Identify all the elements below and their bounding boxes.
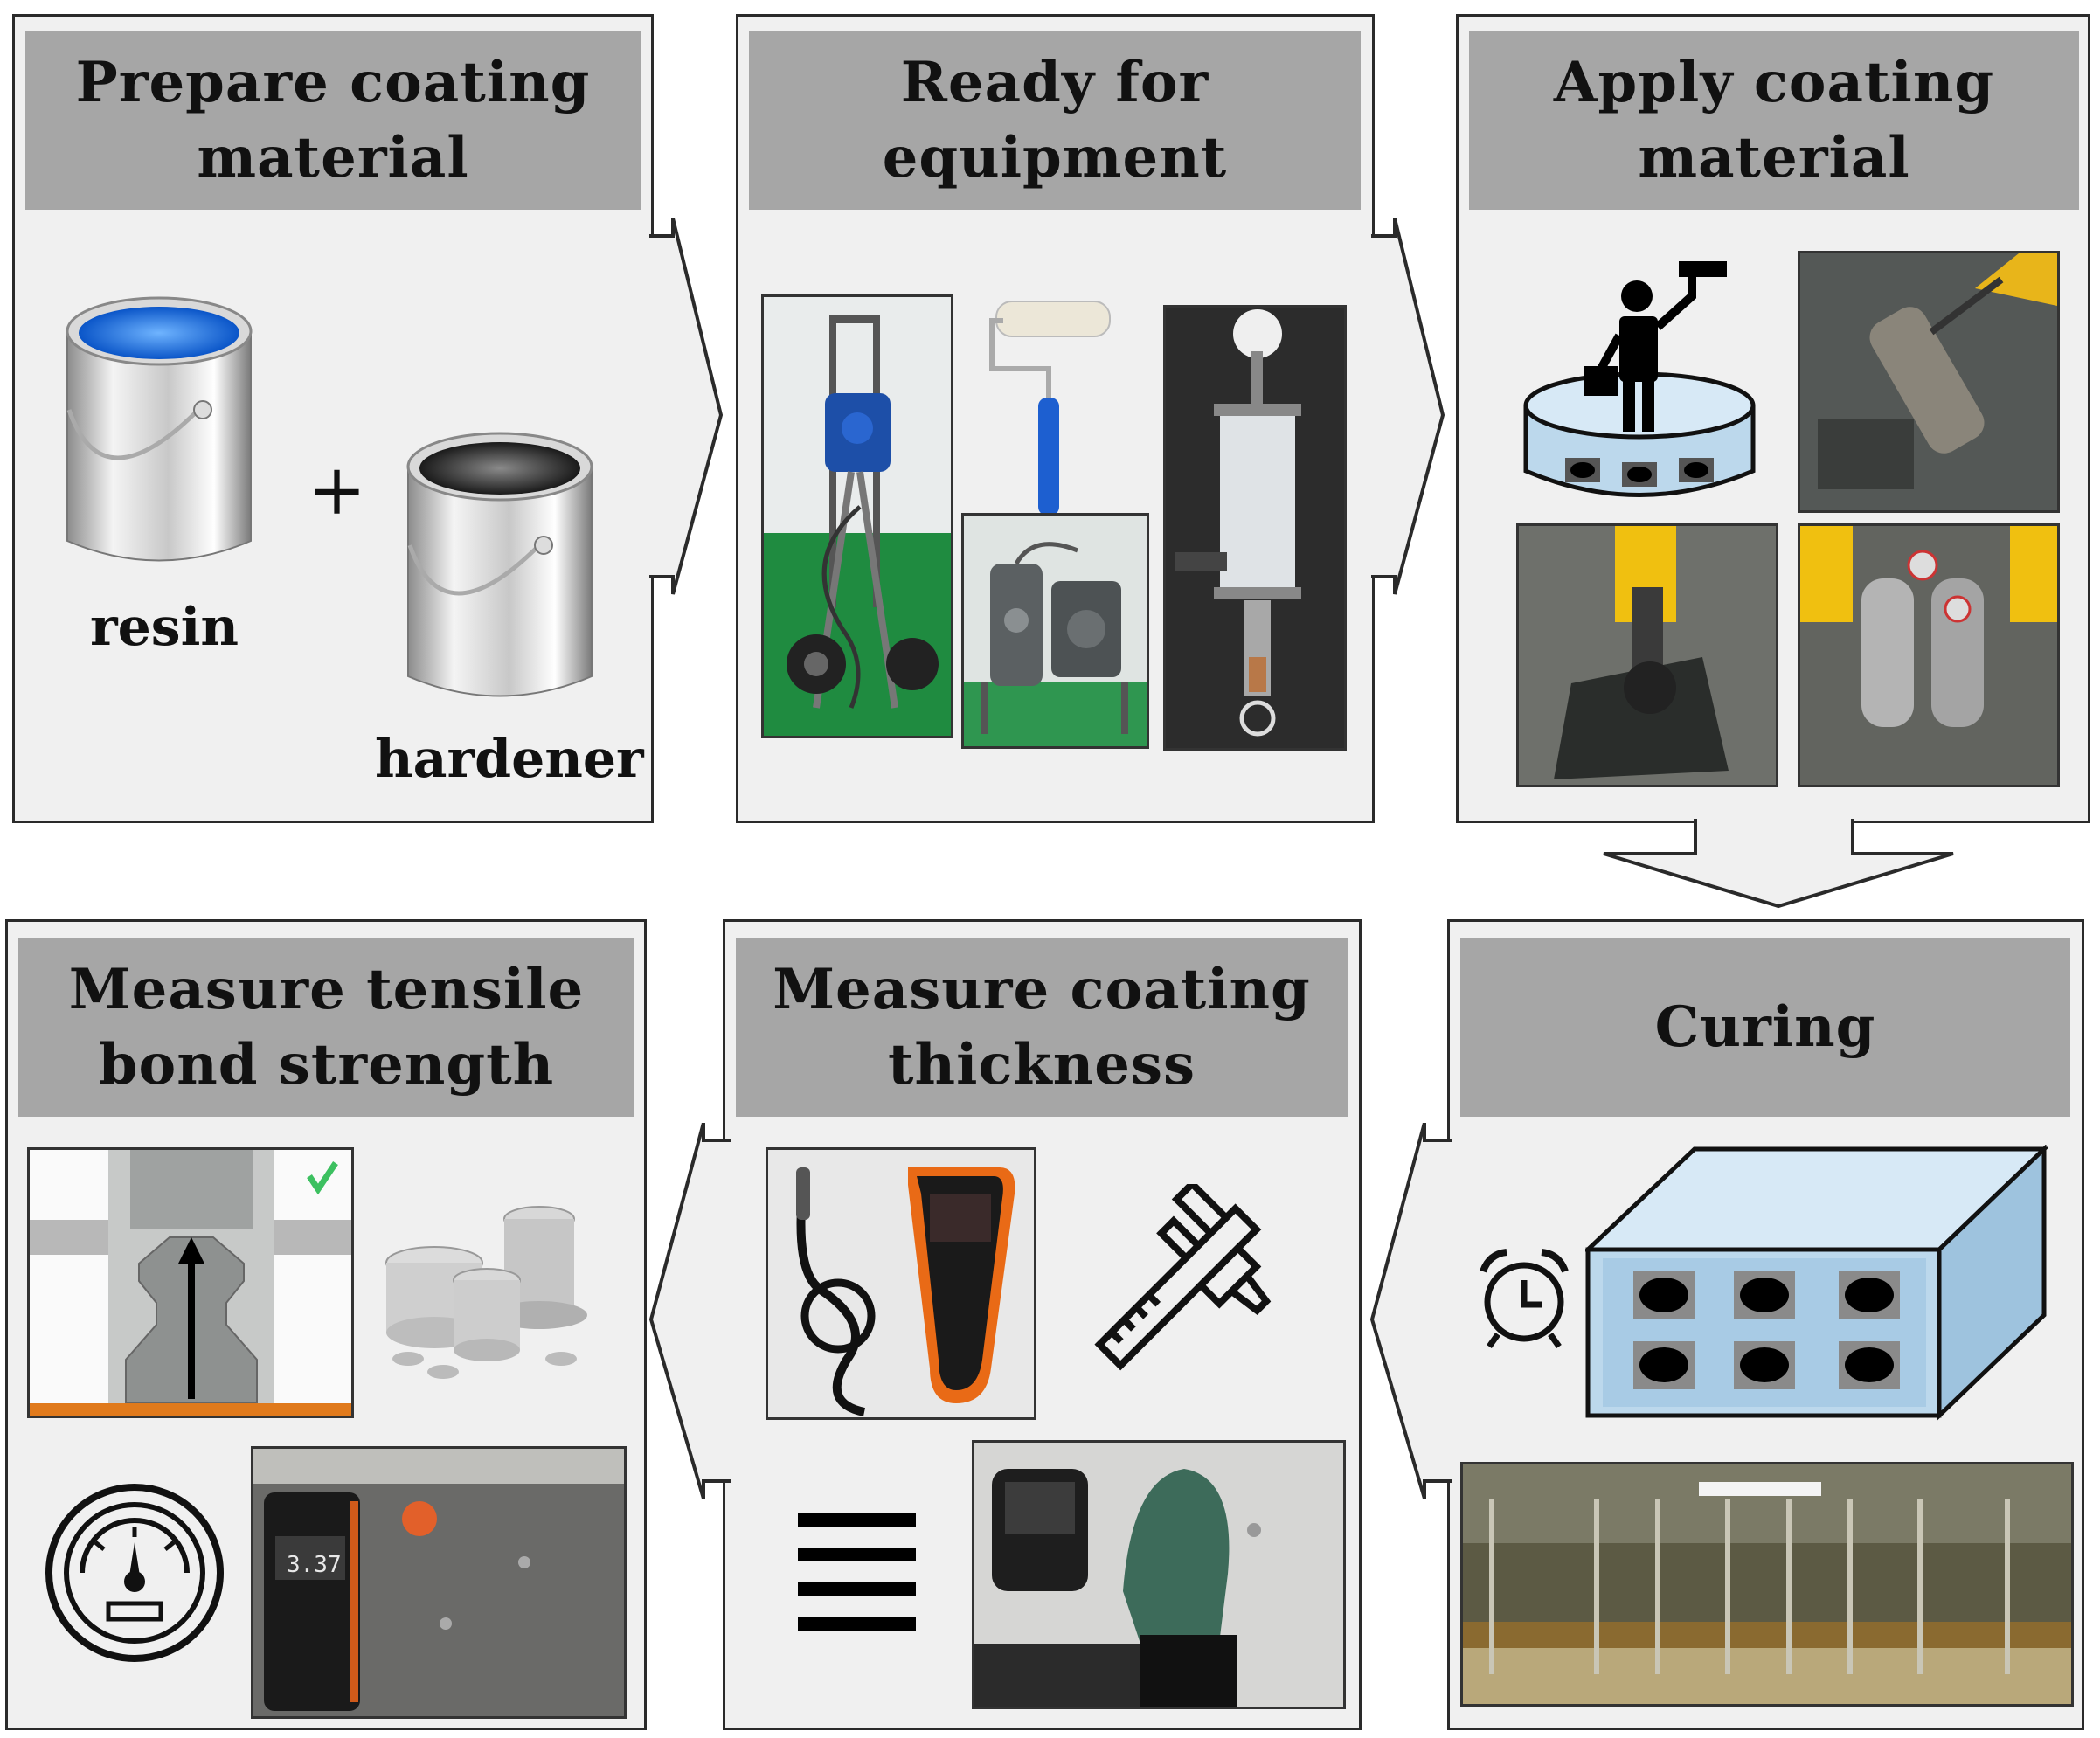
pump-unit-photo — [961, 513, 1149, 749]
flow-arrow-right-1 — [647, 218, 725, 620]
step-measure-thickness-header: Measure coating thickness — [736, 938, 1348, 1117]
step-prepare-coating-header: Prepare coating material — [25, 31, 641, 210]
gun-application-photo — [1798, 523, 2060, 787]
roller-application-photo — [1798, 251, 2060, 513]
step-equipment-header: Ready for equipment — [749, 31, 1361, 210]
gauge-icon — [43, 1481, 226, 1665]
resin-can-icon — [50, 279, 268, 585]
hardener-can-icon — [391, 414, 609, 720]
brush-application-photo — [1516, 523, 1778, 787]
step-measure-tensile-panel: Measure tensile bond strength — [5, 919, 647, 1730]
flow-arrow-right-2 — [1369, 218, 1447, 620]
test-dollies-photo — [373, 1184, 618, 1394]
thickness-measurement-photo — [972, 1440, 1346, 1709]
header-line-2: bond strength — [98, 1031, 555, 1098]
plus-sign: + — [308, 449, 367, 530]
header-line-1: Apply coating — [1553, 49, 1995, 115]
hardener-label: hardener — [375, 729, 644, 790]
coating-gun-photo — [1163, 305, 1347, 751]
step-measure-thickness-panel: Measure coating thickness — [723, 919, 1362, 1730]
flow-arrow-left-2 — [647, 1123, 734, 1525]
header-line-1: Measure tensile — [68, 956, 585, 1022]
flow-arrow-down — [1595, 814, 1962, 911]
header-line-2: equipment — [882, 124, 1228, 190]
step-apply-coating-header: Apply coating material — [1469, 31, 2079, 210]
layers-icon — [794, 1509, 920, 1636]
pull-off-tester-photo: 3.37 — [251, 1446, 627, 1719]
resin-label: resin — [90, 597, 239, 658]
header-line-2: material — [197, 124, 469, 190]
header-line-1: Ready for — [900, 49, 1209, 115]
painter-in-tank-icon — [1521, 257, 1757, 519]
step-prepare-coating-panel: Prepare coating material + resin — [12, 14, 654, 823]
thickness-gauge-photo — [766, 1147, 1036, 1420]
pull-off-test-diagram — [27, 1147, 354, 1418]
spray-machine-photo — [761, 294, 953, 738]
header-line-2: material — [1638, 124, 1910, 190]
paint-roller-icon — [988, 294, 1119, 522]
step-measure-tensile-header: Measure tensile bond strength — [18, 938, 634, 1117]
header-line-2: thickness — [887, 1031, 1196, 1098]
flow-arrow-left-1 — [1368, 1123, 1455, 1525]
step-curing-panel: Curing — [1447, 919, 2084, 1730]
curing-chamber-icon — [1585, 1145, 2048, 1424]
step-equipment-panel: Ready for equipment — [736, 14, 1375, 823]
caliper-icon — [1075, 1184, 1285, 1394]
curing-water-tank-photo — [1460, 1462, 2074, 1707]
alarm-clock-icon — [1476, 1245, 1572, 1350]
header-line-1: Measure coating — [773, 956, 1311, 1022]
header-line-1: Prepare coating — [75, 49, 591, 115]
header-title: Curing — [1654, 994, 1876, 1060]
step-apply-coating-panel: Apply coating material — [1456, 14, 2090, 823]
step-curing-header: Curing — [1460, 938, 2070, 1117]
tester-readout: 3.37 — [287, 1552, 342, 1578]
